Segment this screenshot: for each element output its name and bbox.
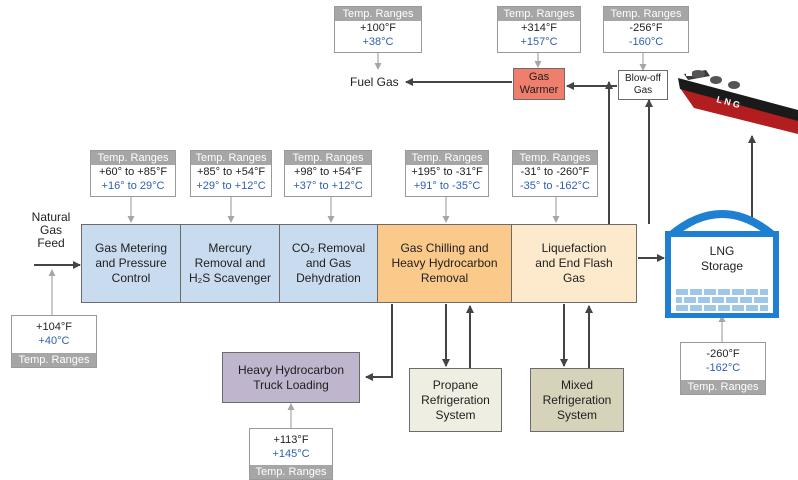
temp-box-lng-storage: -260°F -162°C Temp. Ranges <box>680 342 766 395</box>
temp-box-mercury: Temp. Ranges +85° to +54°F +29° to +12°C <box>190 150 272 197</box>
lng-storage-label: LNG Storage <box>700 244 744 273</box>
temp-box-metering: Temp. Ranges +60° to +85°F +16° to 29°C <box>90 150 176 197</box>
temp-box-chilling: Temp. Ranges +195° to -31°F +91° to -35°… <box>405 150 489 197</box>
temp-box-feed: +104°F +40°C Temp. Ranges <box>11 315 97 368</box>
lng-ship-icon: L N G <box>678 68 798 134</box>
flash-gas-line <box>608 85 614 224</box>
temp-box-blowoff: Temp. Ranges -256°F -160°C <box>603 6 689 53</box>
hhc-line <box>365 304 393 381</box>
temp-box-fuel-gas: Temp. Ranges +100°F +38°C <box>334 6 422 53</box>
temp-box-heavy-hydrocarbon: +113°F +145°C Temp. Ranges <box>249 428 333 480</box>
lng-storage-tank <box>665 210 779 318</box>
temp-box-co2: Temp. Ranges +98° to +54°F +37° to +12°C <box>284 150 372 197</box>
fuel-gas-label: Fuel Gas <box>350 75 399 89</box>
temp-box-liquefaction: Temp. Ranges -31° to -260°F -35° to -162… <box>512 150 598 197</box>
natural-gas-feed-label: Natural Gas Feed <box>31 210 71 250</box>
temp-box-gas-warmer: Temp. Ranges +314°F +157°C <box>497 6 581 53</box>
